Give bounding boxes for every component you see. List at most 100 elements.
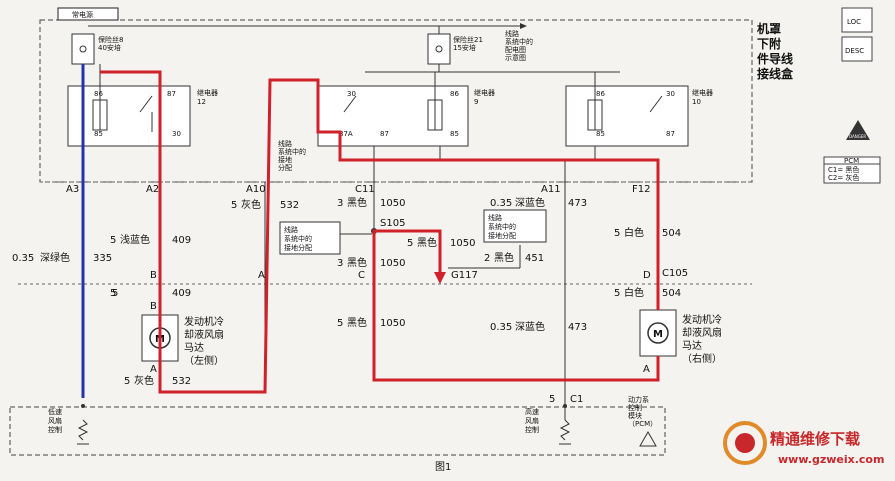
relay9-p85: 85 <box>450 130 459 138</box>
high-fan-label-1: 高速 <box>525 407 539 416</box>
svg-text:1050: 1050 <box>380 258 405 269</box>
relay10-p86: 86 <box>596 90 605 98</box>
svg-text:5: 5 <box>110 288 116 299</box>
svg-text:黑色: 黑色 <box>347 316 367 329</box>
low-fan-label-1: 低速 <box>48 407 62 416</box>
svg-text:3: 3 <box>337 258 343 269</box>
relay12-p87: 87 <box>167 90 176 98</box>
low-fan-label-2: 风扇 <box>48 416 62 425</box>
svg-text:白色: 白色 <box>624 226 644 239</box>
svg-text:LOC: LOC <box>847 18 861 26</box>
underhood-junction-box-border <box>39 19 753 183</box>
svg-text:M: M <box>653 329 663 340</box>
wire-label-504-bottom: 5 白色 504 <box>614 286 681 299</box>
relay9-p86: 86 <box>450 90 459 98</box>
relay-12 <box>67 85 191 147</box>
svg-text:3: 3 <box>337 198 343 209</box>
svg-text:504: 504 <box>662 288 681 299</box>
pcm-legend-c1: C1= 黑色 <box>828 165 859 174</box>
svg-text:532: 532 <box>172 376 191 387</box>
fuse-note-4: 示意图 <box>505 53 526 62</box>
relay-9 <box>317 85 469 147</box>
pcm-pin-5: 5 <box>549 394 555 405</box>
watermark-url: www.gzweix.com <box>778 453 884 466</box>
underhood-box-label-4: 接线盒 <box>757 66 794 81</box>
watermark-logo <box>723 421 767 465</box>
svg-text:黑色: 黑色 <box>347 196 367 209</box>
top-bus-label-box <box>57 7 119 21</box>
fuse21-label-2: 15安培 <box>453 43 476 52</box>
fuse-note-3: 配电图 <box>505 45 526 54</box>
svg-text:504: 504 <box>662 228 681 239</box>
svg-text:白色: 白色 <box>624 286 644 299</box>
wire-label-473-bottom: 0.35 深蓝色 473 <box>490 320 587 333</box>
svg-text:5: 5 <box>124 376 130 387</box>
top-bus-label: 常电源 <box>72 10 93 19</box>
svg-text:1050: 1050 <box>450 238 475 249</box>
ground-note-right-2: 系统中的 <box>488 222 516 231</box>
relay12-name: 继电器 <box>197 88 218 97</box>
conn-a2: A2 <box>146 184 159 195</box>
desc-icon[interactable]: DESC <box>841 36 873 62</box>
conn-a11: A11 <box>541 184 561 195</box>
svg-text:5: 5 <box>337 318 343 329</box>
pin-5-left: 5 <box>112 288 118 299</box>
ground-note-left-3: 接地分配 <box>284 243 312 252</box>
ground-note-top-2: 系统中的 <box>278 147 306 156</box>
pin-b-upper: B <box>150 270 157 281</box>
conn-c1: C1 <box>570 394 583 405</box>
motor-left-label-3: 马达 <box>184 342 204 354</box>
svg-text:黑色: 黑色 <box>417 236 437 249</box>
pcm-label-4: （PCM） <box>628 420 657 428</box>
svg-text:0.35: 0.35 <box>490 198 512 209</box>
ground-g117-label: G117 <box>451 270 478 281</box>
svg-text:409: 409 <box>172 288 191 299</box>
motor-right-label-3: 马达 <box>682 340 702 352</box>
loc-icon[interactable]: LOC <box>841 7 873 33</box>
high-speed-fan-control <box>559 404 571 445</box>
pin-a-left: A <box>150 364 157 375</box>
svg-text:5: 5 <box>407 238 413 249</box>
svg-text:DANGER: DANGER <box>849 134 866 139</box>
wire-label-504-top: 5 白色 504 <box>614 226 681 239</box>
fuse8-label-2: 40安培 <box>98 43 121 52</box>
motor-left-label-2: 却液风扇 <box>184 328 224 341</box>
wire-label-1050-bottom: 5 黑色 1050 <box>337 316 405 329</box>
relay9-p30: 30 <box>347 90 356 98</box>
relay12-p85: 85 <box>94 130 103 138</box>
low-speed-fan-control <box>77 404 89 445</box>
ground-note-top-1: 线路 <box>278 139 292 148</box>
svg-text:451: 451 <box>525 253 544 264</box>
motor-left-label-1: 发动机冷 <box>184 315 224 328</box>
svg-text:532: 532 <box>280 200 299 211</box>
relay9-p87a: 87A <box>339 130 353 138</box>
wire-label-451: 2 黑色 451 <box>484 251 544 264</box>
svg-text:5: 5 <box>110 235 116 246</box>
fuse8-label-1: 保险丝8 <box>98 35 123 44</box>
wire-label-532-top: 5 灰色 532 <box>231 198 299 211</box>
fuse21-label-1: 保险丝21 <box>453 35 483 44</box>
relay10-p30: 30 <box>666 90 675 98</box>
svg-text:473: 473 <box>568 198 587 209</box>
svg-text:灰色: 灰色 <box>241 198 261 211</box>
ground-arrow <box>434 272 446 284</box>
relay10-p85: 85 <box>596 130 605 138</box>
svg-text:浅蓝色: 浅蓝色 <box>120 233 150 246</box>
svg-text:1050: 1050 <box>380 318 405 329</box>
svg-text:335: 335 <box>93 253 112 264</box>
svg-text:2: 2 <box>484 253 490 264</box>
ground-note-left-box <box>279 221 341 255</box>
bus-arrow <box>520 23 527 29</box>
ground-note-top-4: 分配 <box>278 163 292 172</box>
wire-label-473-top: 0.35 深蓝色 473 <box>490 196 587 209</box>
high-fan-label-2: 风扇 <box>525 416 539 425</box>
pin-a-mid: A <box>258 270 265 281</box>
conn-c11: C11 <box>355 184 375 195</box>
motor-right-label-2: 却液风扇 <box>682 326 722 339</box>
red-path-ground-return <box>372 229 660 382</box>
ground-note-right-1: 线路 <box>488 213 502 222</box>
figure-caption: 图1 <box>435 461 451 473</box>
svg-text:409: 409 <box>172 235 191 246</box>
